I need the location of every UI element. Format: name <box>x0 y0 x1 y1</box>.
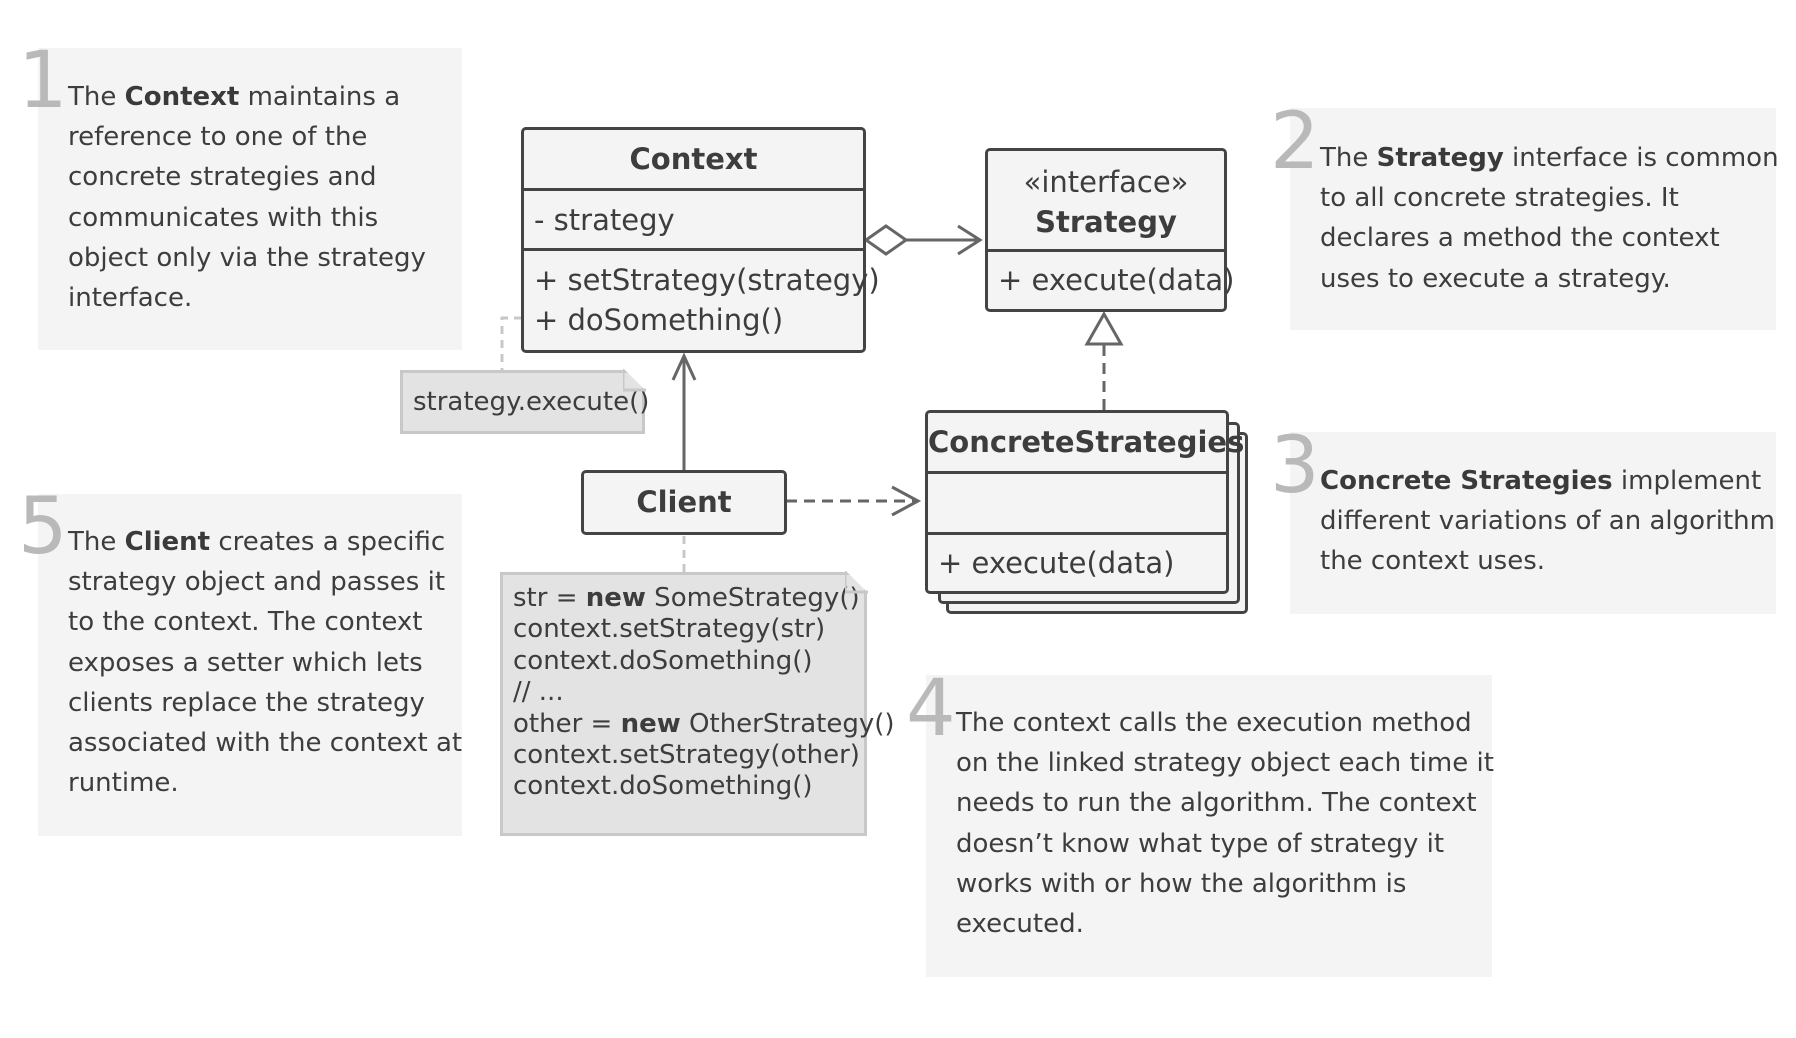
client-code-note: str = new SomeStrategy()context.setStrat… <box>500 572 895 836</box>
note-4-number: 4 <box>906 664 956 754</box>
note-4-segment: executed. <box>956 909 1084 940</box>
note-5-segment: exposes a setter which lets <box>68 647 423 678</box>
note-5-segment: clients replace the strategy <box>68 687 425 718</box>
note-4-segment: doesn’t know what type of strategy it <box>956 828 1445 859</box>
note-5-segment: strategy object and passes it <box>68 567 446 598</box>
note-5-segment: associated with the context at <box>68 728 463 759</box>
note-2-segment: interface is common <box>1503 143 1779 173</box>
client-context-arrow <box>671 352 697 470</box>
concrete-method-execute: + execute(data) <box>938 546 1175 580</box>
code-keyword: new <box>585 583 646 613</box>
note-5-segment: The <box>68 527 125 557</box>
client-code-line: str = new SomeStrategy() <box>513 583 860 614</box>
realization-arrow <box>1084 310 1124 410</box>
note-5-segment: runtime. <box>68 768 179 799</box>
note-1-segment: object only via the strategy <box>68 242 426 273</box>
code-text: context.setStrategy(other) <box>513 740 860 770</box>
note-3-segment: the context uses. <box>1320 546 1546 577</box>
strategy-method-execute: + execute(data) <box>998 263 1235 297</box>
note-5-segment: creates a specific <box>210 527 446 557</box>
note-4-text: The context calls the execution method on… <box>956 703 1494 944</box>
client-class: Client <box>581 470 787 535</box>
note-3-box <box>1290 432 1776 614</box>
note-1-segment: The <box>68 82 125 112</box>
code-text: SomeStrategy() <box>645 583 860 613</box>
note-5-segment: Client <box>124 527 211 557</box>
client-concrete-arrow <box>786 485 922 517</box>
context-code-line: strategy.execute() <box>413 387 650 417</box>
note-5-number: 5 <box>18 482 68 572</box>
context-field-strategy: - strategy <box>524 191 863 251</box>
note-4-segment: needs to run the algorithm. The context <box>956 788 1477 819</box>
context-class: Context - strategy + setStrategy(strateg… <box>521 127 880 353</box>
client-code-line: // ... <box>513 677 564 708</box>
note-1-segment: maintains a <box>239 82 401 112</box>
concrete-strategies-class: ConcreteStrategies + execute(data) <box>925 410 1244 594</box>
code-text: str = <box>513 583 586 613</box>
note-5-segment: to the context. The context <box>68 607 423 638</box>
context-method-dosomething: + doSomething() <box>534 303 784 337</box>
client-code-line: other = new OtherStrategy() <box>513 709 895 740</box>
concrete-strategies-fields <box>928 474 1226 535</box>
note-2-segment: uses to execute a strategy. <box>1320 263 1671 294</box>
client-code-line: context.doSomething() <box>513 646 813 677</box>
note-2-number: 2 <box>1270 97 1320 187</box>
code-keyword: new <box>620 708 681 739</box>
client-code-line: context.doSomething() <box>513 771 813 802</box>
note-5-text: The Client creates a specific strategy ob… <box>68 522 462 803</box>
code-text: // ... <box>513 677 564 708</box>
code-text: OtherStrategy() <box>680 708 895 739</box>
context-class-title: Context <box>524 130 863 191</box>
note-4-segment: works with or how the algorithm is <box>956 868 1407 899</box>
strategy-interface: «interface» Strategy + execute(data) <box>985 148 1235 312</box>
code-text: context.doSomething() <box>513 771 813 802</box>
note-1-text: The Context maintains a reference to one … <box>68 77 426 318</box>
client-note-fold <box>845 570 869 594</box>
note-1-number: 1 <box>18 36 68 126</box>
note-2-segment: The <box>1320 143 1377 173</box>
code-text: other = <box>513 708 621 739</box>
client-code-line: context.setStrategy(other) <box>513 740 860 771</box>
note-3-segment: implement <box>1612 466 1762 496</box>
note-1-segment: concrete strategies and <box>68 162 377 193</box>
context-method-setstrategy: + setStrategy(strategy) <box>534 263 880 297</box>
note-1-segment: communicates with this <box>68 202 379 233</box>
note-3-segment: Concrete Strategies <box>1320 466 1613 496</box>
note-2-segment: declares a method the context <box>1320 223 1720 254</box>
note-3-number: 3 <box>1270 421 1320 511</box>
code-text: context.doSomething() <box>513 645 813 676</box>
concrete-strategies-title: ConcreteStrategies <box>928 413 1244 474</box>
context-methods: + setStrategy(strategy) + doSomething() <box>524 251 880 350</box>
note-3-segment: different variations of an algorithm <box>1320 506 1775 537</box>
note-1-box <box>38 48 462 350</box>
note-2-text: The Strategy interface is common to all c… <box>1320 138 1779 299</box>
strategy-interface-title: «interface» Strategy <box>988 151 1224 252</box>
context-code-note: strategy.execute() <box>400 370 649 434</box>
client-code-line: context.setStrategy(str) <box>513 614 825 645</box>
code-text: context.setStrategy(str) <box>513 614 826 645</box>
note-5-box <box>38 494 462 836</box>
context-note-anchor <box>500 316 522 372</box>
note-4-segment: The context calls the execution method <box>956 708 1472 738</box>
note-1-segment: Context <box>124 82 240 112</box>
strategy-stereotype: «interface» <box>1023 165 1189 199</box>
note-2-box <box>1290 108 1776 330</box>
note-1-segment: interface. <box>68 283 193 314</box>
note-3-text: Concrete Strategies implement different v… <box>1320 461 1775 582</box>
client-class-title: Client <box>636 485 732 519</box>
note-1-segment: reference to one of the <box>68 122 368 153</box>
note-4-box <box>926 675 1492 977</box>
strategy-name: Strategy <box>1035 205 1177 239</box>
context-note-fold <box>623 368 647 392</box>
aggregation-arrow <box>863 224 983 256</box>
note-2-segment: Strategy <box>1376 143 1504 173</box>
note-4-segment: on the linked strategy object each time … <box>956 748 1494 779</box>
note-2-segment: to all concrete strategies. It <box>1320 183 1679 214</box>
